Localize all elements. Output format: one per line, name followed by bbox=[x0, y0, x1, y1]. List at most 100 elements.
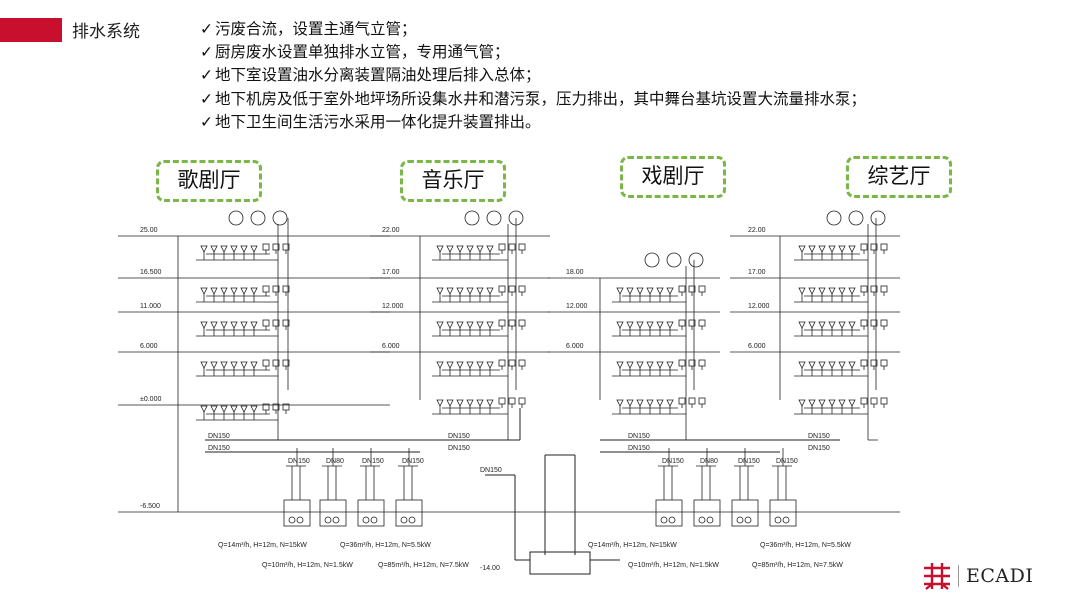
urinal-symbol bbox=[498, 359, 506, 367]
fixture-symbol bbox=[436, 399, 444, 407]
urinal-symbol bbox=[880, 359, 888, 367]
hall-label-concert: 音乐厅 bbox=[400, 160, 506, 202]
fixture-symbol bbox=[838, 361, 846, 369]
fixture-symbol bbox=[476, 361, 484, 369]
urinal-symbol bbox=[698, 359, 706, 367]
pump-symbol bbox=[774, 516, 782, 524]
fixture-symbol bbox=[828, 399, 836, 407]
fixture-symbol bbox=[446, 245, 454, 253]
pump-symbol bbox=[400, 516, 408, 524]
fixture-symbol bbox=[646, 399, 654, 407]
sump-pit bbox=[693, 499, 721, 527]
roof-vent-symbol bbox=[486, 210, 502, 226]
fixture-symbol bbox=[626, 287, 634, 295]
pump-symbol bbox=[706, 516, 714, 524]
urinal-symbol bbox=[518, 285, 526, 293]
urinal-symbol bbox=[678, 397, 686, 405]
pump-spec: Q=85m³/h, H=12m, N=7.5kW bbox=[752, 562, 843, 569]
pipe-label: DN150 bbox=[480, 467, 502, 474]
fixture-symbol bbox=[828, 321, 836, 329]
bullet-item: 地下卫生间生活污水采用一体化提升装置排出。 bbox=[200, 111, 866, 134]
fixture-symbol bbox=[446, 287, 454, 295]
fixture-symbol bbox=[838, 321, 846, 329]
fixture-symbol bbox=[808, 245, 816, 253]
pump-symbol bbox=[660, 516, 668, 524]
fixture-symbol bbox=[808, 361, 816, 369]
fixture-symbol bbox=[838, 245, 846, 253]
fixture-symbol bbox=[486, 361, 494, 369]
fixture-symbol bbox=[436, 245, 444, 253]
fixture-symbol bbox=[230, 287, 238, 295]
urinal-symbol bbox=[860, 359, 868, 367]
fixture-symbol bbox=[466, 321, 474, 329]
fixture-symbol bbox=[446, 399, 454, 407]
pump-symbol bbox=[288, 516, 296, 524]
fixture-symbol bbox=[220, 245, 228, 253]
riser-block bbox=[196, 210, 290, 441]
fixture-symbol bbox=[616, 321, 624, 329]
pit-elevation: -14.00 bbox=[480, 565, 500, 572]
fixture-symbol bbox=[230, 361, 238, 369]
urinal-symbol bbox=[688, 397, 696, 405]
elevation-label: 18.00 bbox=[566, 269, 584, 276]
urinal-symbol bbox=[508, 319, 516, 327]
fixture-symbol bbox=[230, 245, 238, 253]
fixture-symbol bbox=[220, 361, 228, 369]
urinal-symbol bbox=[262, 285, 270, 293]
fixture-symbol bbox=[818, 245, 826, 253]
elevation-label: 17.00 bbox=[748, 269, 766, 276]
fixture-symbol bbox=[446, 321, 454, 329]
fixture-symbol bbox=[240, 287, 248, 295]
urinal-symbol bbox=[880, 243, 888, 251]
elevation-label: 22.00 bbox=[748, 227, 766, 234]
fixture-symbol bbox=[250, 245, 258, 253]
roof-vent-symbol bbox=[826, 210, 842, 226]
pump-symbol bbox=[370, 516, 378, 524]
fixture-symbol bbox=[646, 361, 654, 369]
urinal-symbol bbox=[508, 243, 516, 251]
fixture-symbol bbox=[808, 399, 816, 407]
fixture-symbol bbox=[838, 399, 846, 407]
fixture-symbol bbox=[798, 287, 806, 295]
pump-spec: Q=36m³/h, H=12m, N=5.5kW bbox=[340, 542, 431, 549]
sump-pump-group bbox=[731, 448, 759, 527]
urinal-symbol bbox=[498, 285, 506, 293]
sump-pump-group bbox=[395, 448, 423, 527]
urinal-symbol bbox=[698, 319, 706, 327]
sump-pit bbox=[655, 499, 683, 527]
pipe-label: DN150 bbox=[448, 433, 470, 440]
pump-symbol bbox=[332, 516, 340, 524]
fixture-symbol bbox=[636, 361, 644, 369]
elevation-label: 11.000 bbox=[140, 303, 161, 310]
fixture-symbol bbox=[476, 321, 484, 329]
ecadi-emblem-icon bbox=[924, 563, 950, 590]
fixture-symbol bbox=[240, 405, 248, 413]
fixture-symbol bbox=[250, 287, 258, 295]
pump-symbol bbox=[736, 516, 744, 524]
elevation-label: 12.000 bbox=[382, 303, 404, 310]
pipe-label: DN150 bbox=[208, 433, 230, 440]
pump-spec: Q=10m³/h, H=12m, N=1.5kW bbox=[262, 562, 353, 569]
fixture-symbol bbox=[200, 287, 208, 295]
pipe-label: DN150 bbox=[208, 445, 230, 452]
sump-pit bbox=[769, 499, 797, 527]
sump-pit bbox=[283, 499, 311, 527]
fixture-symbol bbox=[210, 405, 218, 413]
urinal-symbol bbox=[698, 397, 706, 405]
fixture-symbol bbox=[210, 287, 218, 295]
riser-block bbox=[612, 252, 706, 441]
roof-vent-symbol bbox=[644, 252, 660, 268]
fixture-symbol bbox=[466, 399, 474, 407]
fixture-symbol bbox=[656, 321, 664, 329]
roof-vent-symbol bbox=[688, 252, 704, 268]
fixture-symbol bbox=[818, 287, 826, 295]
sump-pit bbox=[357, 499, 385, 527]
roof-vent-symbol bbox=[464, 210, 480, 226]
pipe-label: DN150 bbox=[628, 445, 650, 452]
pump-spec: Q=14m³/h, H=12m, N=15kW bbox=[218, 542, 307, 549]
roof-vent-symbol bbox=[666, 252, 682, 268]
fixture-symbol bbox=[646, 321, 654, 329]
fixture-symbol bbox=[476, 399, 484, 407]
fixture-symbol bbox=[200, 245, 208, 253]
